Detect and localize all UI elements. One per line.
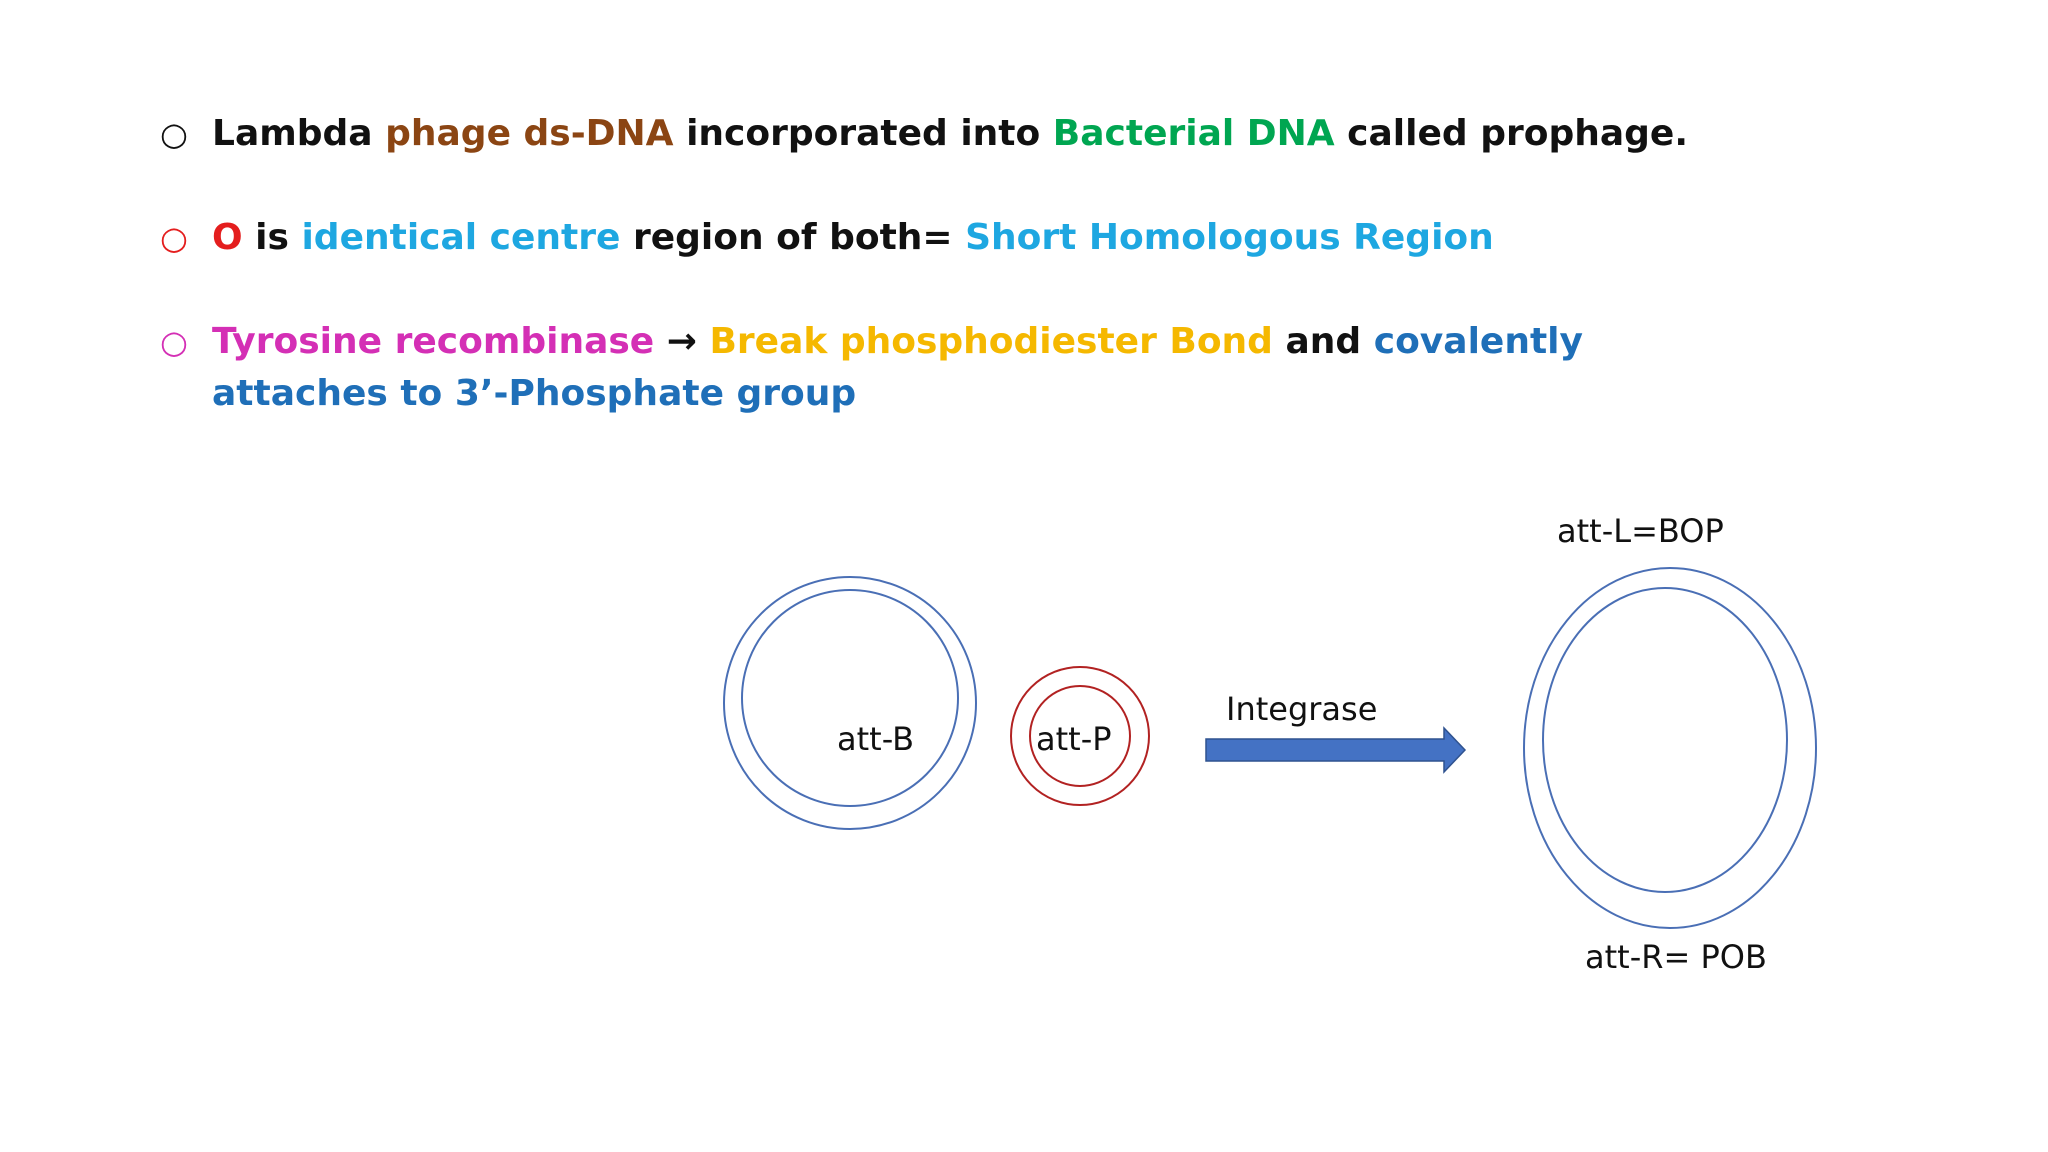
bullet-tyrosine-recombinase: ○ Tyrosine recombinase → Break phosphodi…: [160, 316, 1760, 420]
att-p-label: att-P: [1036, 720, 1112, 758]
bacterial-dna-inner-ring: [741, 589, 959, 807]
bullet-marker-icon: ○: [160, 219, 188, 257]
bullet-text: Lambda phage ds-DNA incorporated into Ba…: [212, 108, 1760, 160]
phage-dna-inner-ring: [1029, 685, 1131, 787]
integrase-arrow-icon: [1205, 726, 1467, 774]
text-segment: Lambda: [212, 113, 386, 154]
bullet-homologous-region: ○ O is identical centre region of both= …: [160, 212, 1760, 264]
bullet-marker-icon: ○: [160, 323, 188, 361]
bullet-lambda-prophage: ○ Lambda phage ds-DNA incorporated into …: [160, 108, 1760, 160]
text-segment-phage-ds-dna: phage ds-DNA: [385, 113, 674, 154]
text-segment-covalently-attaches: covalently attaches to 3’-Phosphate grou…: [212, 321, 1583, 414]
arrow-right-icon: →: [654, 321, 710, 362]
prophage-inner-ring: [1542, 587, 1788, 893]
bullet-text: Tyrosine recombinase → Break phosphodies…: [212, 316, 1760, 420]
att-b-label: att-B: [837, 720, 915, 758]
text-segment: incorporated into: [673, 113, 1053, 154]
bullet-text: O is identical centre region of both= Sh…: [212, 212, 1760, 264]
text-segment-short-homologous-region: Short Homologous Region: [965, 217, 1494, 258]
prophage-outer-ring: [1523, 567, 1817, 929]
att-l-label: att-L=BOP: [1557, 512, 1724, 550]
integrase-label: Integrase: [1226, 690, 1378, 728]
bullet-marker-icon: ○: [160, 115, 188, 153]
bacterial-dna-outer-ring: [723, 576, 977, 830]
text-segment-tyrosine-recombinase: Tyrosine recombinase: [212, 321, 655, 362]
text-segment: is: [242, 217, 302, 258]
text-segment-break-phosphodiester-bond: Break phosphodiester Bond: [709, 321, 1273, 362]
text-segment: called prophage.: [1334, 113, 1688, 154]
text-segment-bacterial-dna: Bacterial DNA: [1052, 113, 1335, 154]
text-segment: region of both=: [620, 217, 966, 258]
text-segment-identical-centre: identical centre: [301, 217, 621, 258]
text-segment: and: [1272, 321, 1374, 362]
att-r-label: att-R= POB: [1585, 938, 1767, 976]
text-segment-o: O: [212, 217, 243, 258]
phage-dna-outer-ring: [1010, 666, 1150, 806]
